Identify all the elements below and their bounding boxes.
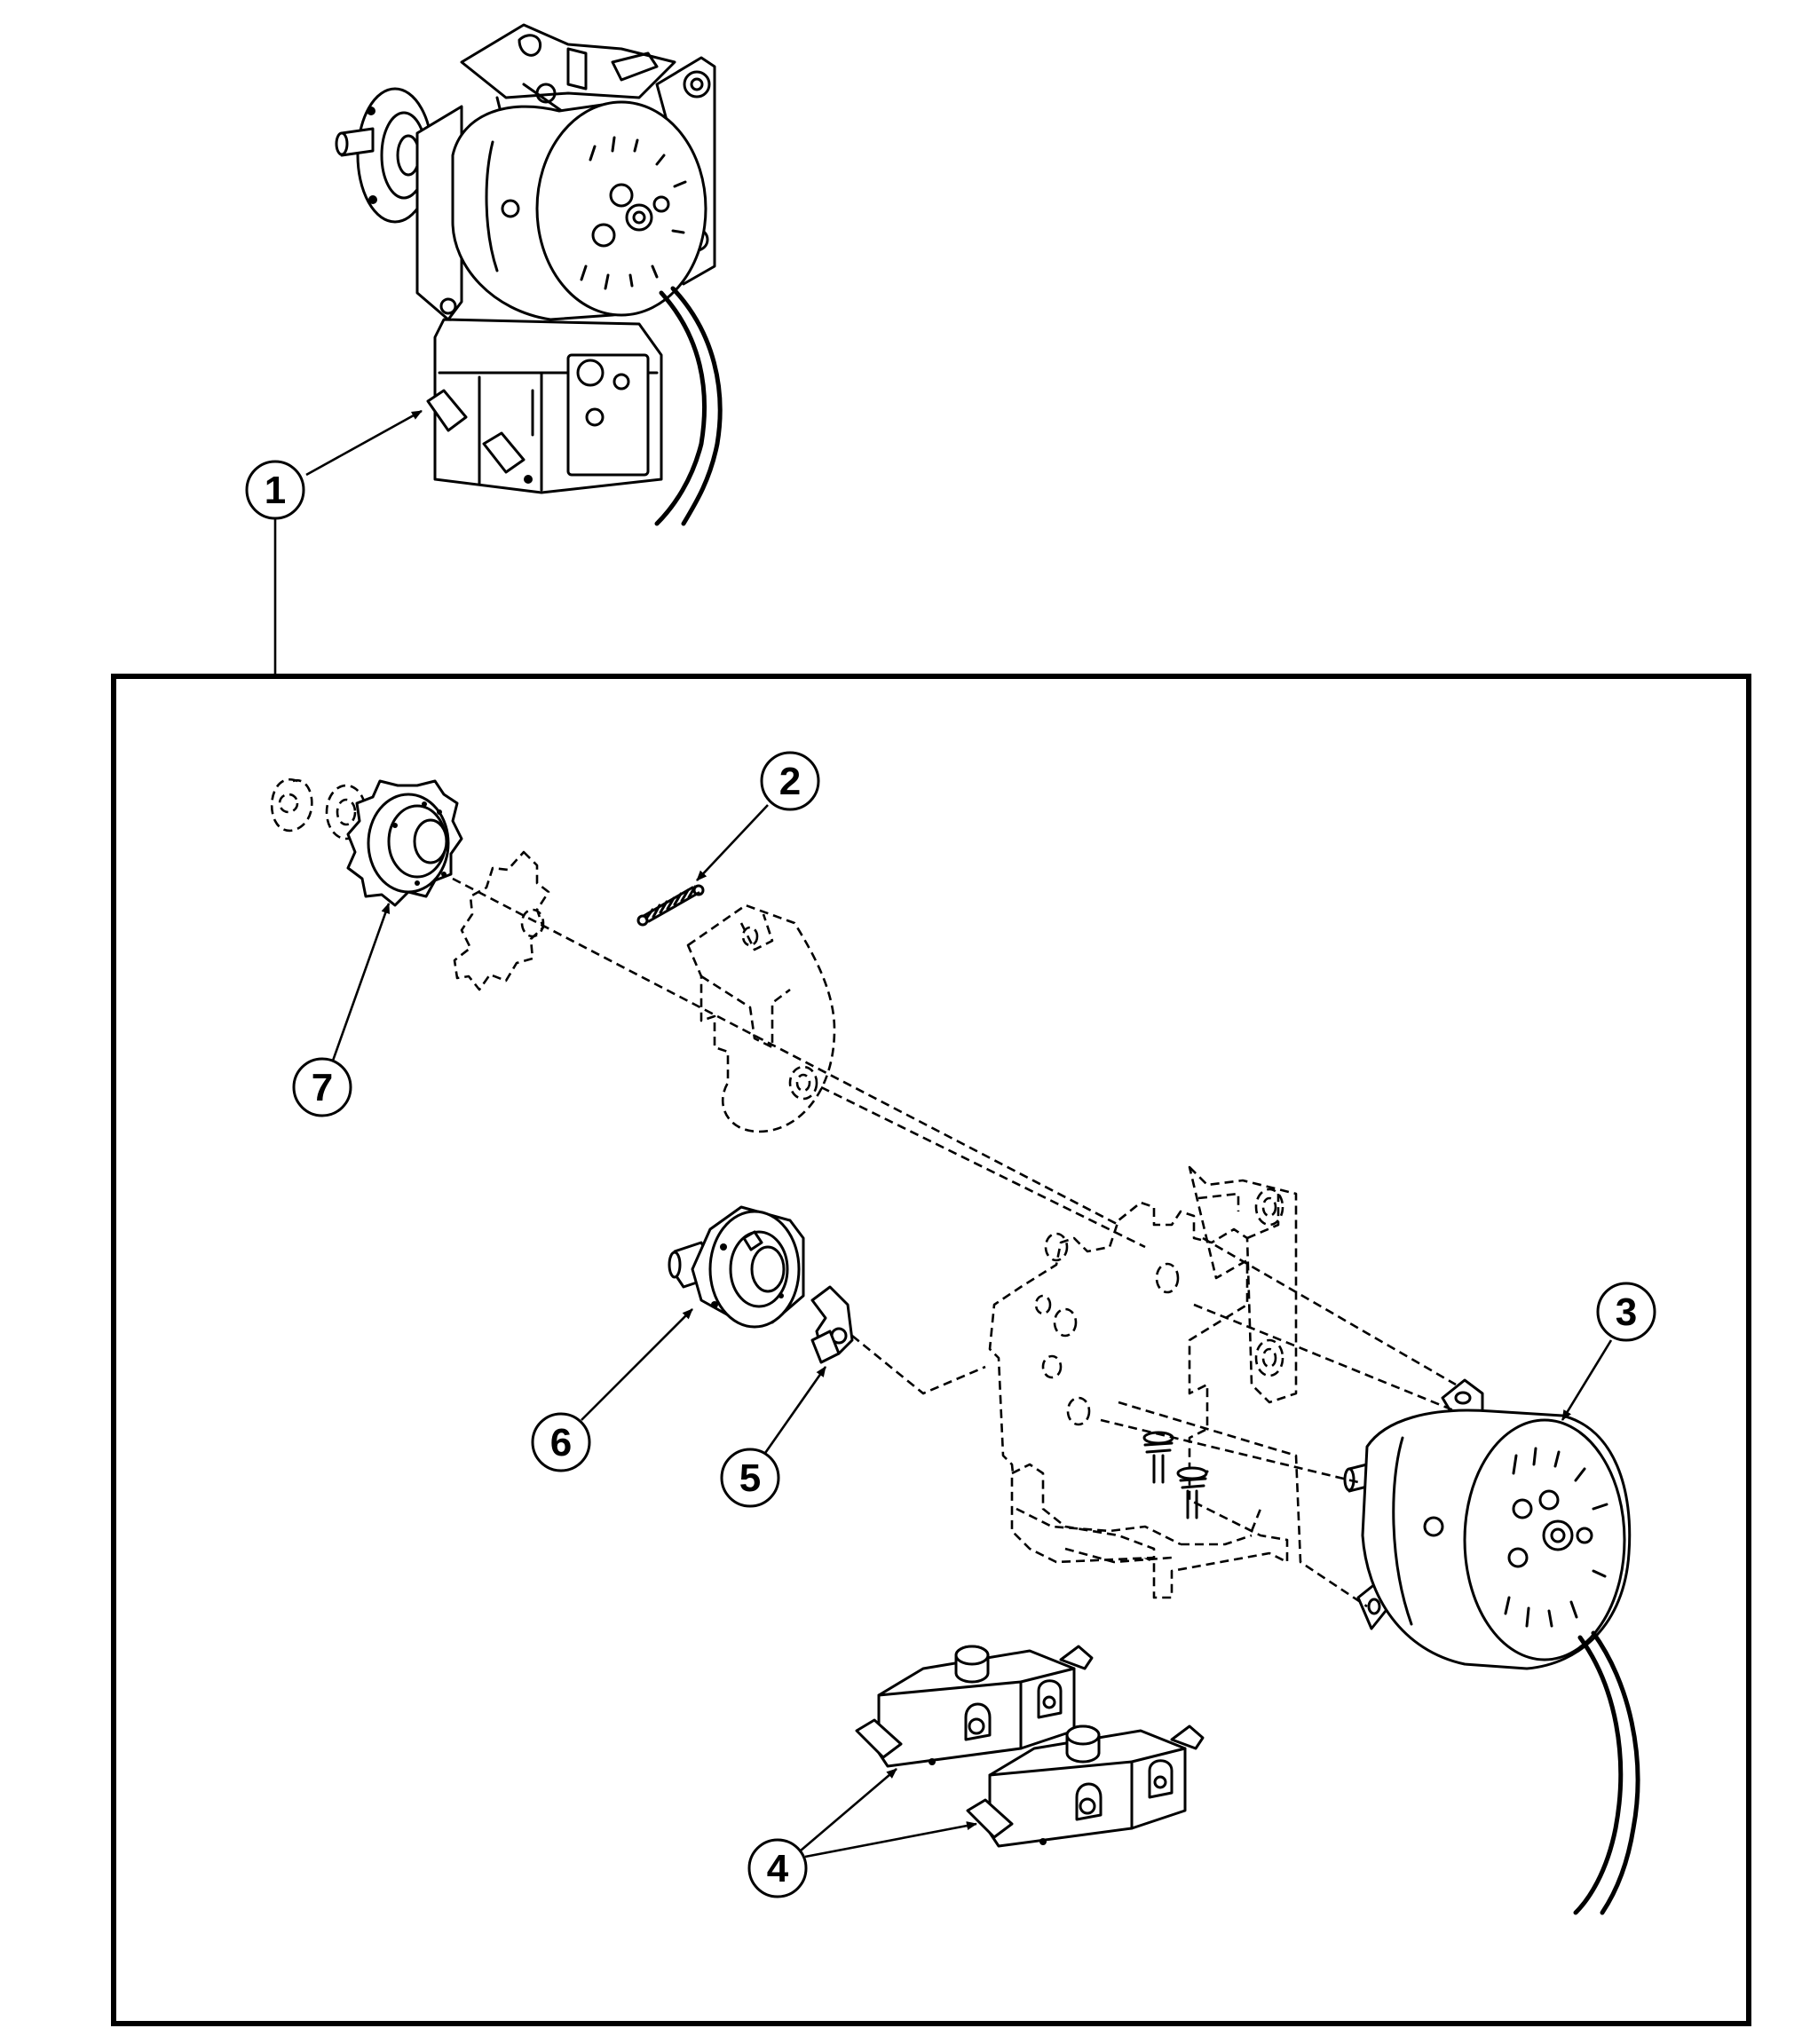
callout-3: 3 bbox=[1561, 1282, 1656, 1421]
callout-4-label: 4 bbox=[767, 1847, 789, 1890]
callout-6: 6 bbox=[531, 1308, 693, 1472]
callout-1-label: 1 bbox=[265, 469, 286, 512]
callout-2-label: 2 bbox=[779, 760, 801, 803]
part-6-cam bbox=[668, 1205, 805, 1329]
assembled-timer-illustration bbox=[335, 23, 723, 526]
lever-bracket-ghost bbox=[686, 904, 836, 1133]
callout-5-label: 5 bbox=[739, 1456, 761, 1500]
callout-3-label: 3 bbox=[1616, 1290, 1637, 1334]
callout-5: 5 bbox=[720, 1366, 827, 1508]
callout-6-label: 6 bbox=[550, 1421, 572, 1464]
part-4-switch-a bbox=[855, 1645, 1094, 1768]
part-4-switch-b bbox=[966, 1724, 1205, 1848]
callout-1: 1 bbox=[245, 409, 423, 675]
callout-2: 2 bbox=[696, 751, 820, 881]
callout-4: 4 bbox=[747, 1768, 977, 1898]
main-frame-ghost bbox=[988, 1165, 1298, 1599]
part-2-spring bbox=[636, 884, 705, 927]
assembly-alignment-lines bbox=[452, 877, 1457, 1608]
callout-7-label: 7 bbox=[312, 1066, 333, 1109]
exploded-view-frame bbox=[111, 674, 1751, 2026]
part-7-sprocket bbox=[270, 777, 550, 991]
part-3-motor bbox=[1343, 1378, 1640, 1915]
part-5-clip bbox=[810, 1285, 854, 1364]
callout-7: 7 bbox=[292, 903, 391, 1117]
